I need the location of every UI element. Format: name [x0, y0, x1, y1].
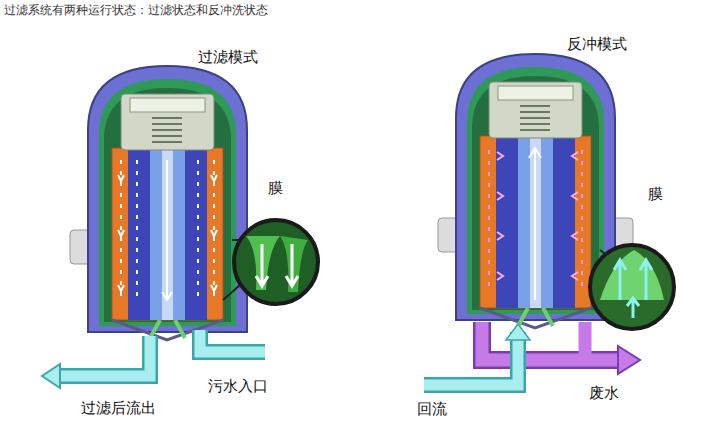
inlet-label: 污水入口 [206, 377, 270, 395]
membrane-label: 膜 [266, 179, 285, 197]
mode-title: 过滤模式 [196, 48, 260, 66]
outlet-label: 过滤后流出 [79, 399, 158, 417]
diagram-title: 过滤系统有两种运行状态：过滤状态和反冲洗状态 [4, 3, 268, 17]
membrane-label: 膜 [646, 185, 665, 203]
mode-title: 反冲模式 [565, 35, 629, 53]
return-label: 回流 [415, 400, 449, 418]
waste-label: 废水 [587, 384, 621, 402]
